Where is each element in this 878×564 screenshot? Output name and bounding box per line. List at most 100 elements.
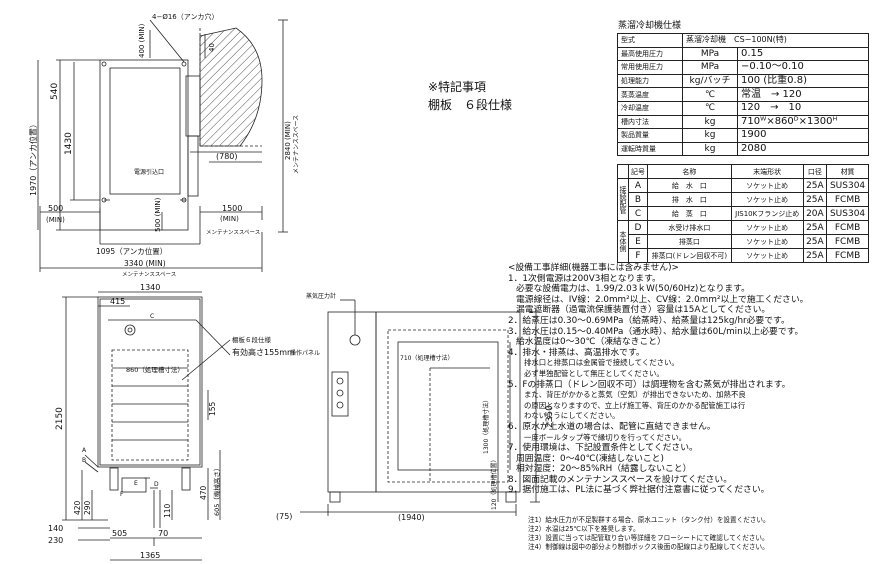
special-notes-item: 棚板 ６段仕様 [428,98,513,112]
dim-70: 70 [158,529,168,538]
maint-space-horizontal: メンテナンススペース [206,229,260,236]
footnotes: 注1）給水圧力が不足製群する場合、原水ユニット（タンク付）を設置ください。注2）… [528,516,770,552]
pipe-end: ソケット止め [730,220,804,235]
dim-110: 110 [163,503,172,518]
dim-470: 470 [199,485,208,500]
label-a: A [82,447,87,454]
instruction-line: 漏電遮断器（過電流保護装置付き）容量は15Aとしてください。 [516,305,771,316]
spec-value: 710ᵂ×860ᴰ×1300ᴴ [737,114,869,130]
spec-value: 蒸溜冷却機 CS−100N(特) [682,33,869,48]
dim-400min: 400 (MIN) [138,23,146,58]
maint-space-vertical: メンテナンススペース [293,115,300,174]
pipe-name: 排蒸口(ドレン回収不可) [647,248,732,263]
dim-500-left: 500 [48,204,63,213]
dim-1500-min: (MIN) [220,215,239,223]
pipe-header-row: 記号名称末端形状口径材質 [617,164,869,179]
spec-value: 120 → 10 [737,100,869,116]
pipe-name: 水受け排水口 [647,220,732,235]
pipe-material: FCMB [826,234,869,249]
pipe-material: FCMB [826,192,869,207]
pipe-header-cell: 材質 [826,164,869,179]
dim-780: (780) [216,152,238,161]
dim-1095: 1095（アンカ位置） [96,246,167,256]
spec-label: 常用使用圧力 [617,60,683,75]
power-inlet-label: 電源引込口 [134,168,164,176]
pipe-bore: 25A [802,234,828,249]
instruction-line: 2．給蒸圧は0.30〜0.69MPa（給蒸時）、給蒸量は125kg/hr必要です… [508,315,790,326]
pipe-bore: 25A [802,178,828,193]
instruction-line: の原因となりますので、立上げ施工等、背圧のかかる配管施工は行 [524,400,746,410]
dim-1430: 1430 [64,132,74,155]
installation-instructions: <設備工事詳細(機器工事には含みません)>1．1次側電源は200V3相となります… [508,263,874,496]
pipe-code: A [628,178,648,193]
instruction-line: 周囲温度：0〜40℃(凍結しないこと) [516,453,664,464]
instruction-line: 9．据付施工は、PL法に基づく弊社据付注意書に従ってください。 [508,485,770,496]
pipe-bore: 25A [802,192,828,207]
pipe-end: ソケット止め [730,192,804,207]
dim-290: 290 [83,500,92,515]
hole-label: 4−Ø16（アンカ穴） [152,12,218,21]
instruction-line: 必要な設備電力は、1.99/2.03ｋW(50/60Hz)となります。 [516,284,750,295]
footnote: 注1）給水圧力が不足製群する場合、原水ユニット（タンク付）を設置ください。 [528,516,770,524]
pipe-bore: 25A [802,248,828,263]
instruction-line: また、背圧がかかると蒸気（空気）が排出できないため、加熱不良 [524,390,746,400]
pipe-code: B [628,192,648,207]
pipe-material: FCMB [826,220,869,235]
spec-label: 製品質量 [617,128,683,143]
label-c: C [150,313,154,320]
dim-1340: 1340 [140,283,160,292]
front-view [62,291,231,561]
spec-unit: kg [682,141,738,157]
pipe-code: F [628,248,648,263]
spec-unit: ℃ [682,87,738,102]
dim-min-left: (MIN) [46,216,65,224]
maint-space-bottom: メンテナンススペース [122,271,176,278]
instruction-line: 3．給水圧は0.15〜0.40MPa（通水時）、給水量は60L/min以上必要で… [508,326,804,337]
pipe-material: SUS304 [826,206,869,221]
pipe-header-cell: 末端形状 [730,164,804,179]
spec-label: 最高使用圧力 [617,46,683,62]
dim-155: 155 [208,401,217,416]
spec-label: 処理能力 [617,73,683,89]
special-notes: ※特記事項 棚板 ６段仕様 [428,78,512,114]
dim-75: (75) [276,512,292,521]
pipe-code: E [628,234,648,249]
dim-415: 415 [110,297,125,306]
instruction-line: 必ず単独配管として無圧としてください。 [524,368,664,378]
spec-label: 槽内寸法 [617,114,683,130]
dim-2350: 2350 [545,405,555,428]
dim-420: 420 [73,500,82,515]
footnote: 注2）水温は25℃以下を推奨します。 [528,525,640,533]
steam-gauge-label: 蒸気圧力計 [306,292,336,300]
pipe-material: SUS304 [826,178,869,193]
dim-1500: 1500 [222,204,242,213]
pipe-code: C [628,206,648,221]
pipe-end: ソケット止め [730,178,804,193]
dim-2840min: 2840 (MIN) [284,121,292,160]
spec-value: 0.15 [737,46,869,62]
pipe-code: D [628,220,648,235]
spec-unit: MPa [682,60,738,75]
label-d: D [154,481,159,488]
dim-860: 860（処理槽寸法） [126,365,184,374]
instruction-line: 6．原水が上水道の場合は、配管に直結できません。 [508,421,716,432]
dim-1970: 1970（アンカ位置） [28,120,38,196]
instruction-line: 排水口と排蒸口は金属管で接続してください。 [524,358,679,368]
dim-120: 120（処理槽位置） [490,457,498,510]
instruction-line: 相対湿度：20〜85%RH（結露しないこと） [516,464,692,475]
pipe-header-cell: 名称 [647,164,732,179]
control-panel-label: 操作パネル [290,349,320,357]
plan-view [37,19,288,272]
instruction-line: わないようにしてください。 [524,411,620,421]
instruction-line: 4．排水・排蒸は、高温排水です。 [508,347,645,358]
instruction-line: 5．Fの排蒸口（ドレン回収不可）は調理物を含む蒸気が排出されます。 [508,379,791,390]
